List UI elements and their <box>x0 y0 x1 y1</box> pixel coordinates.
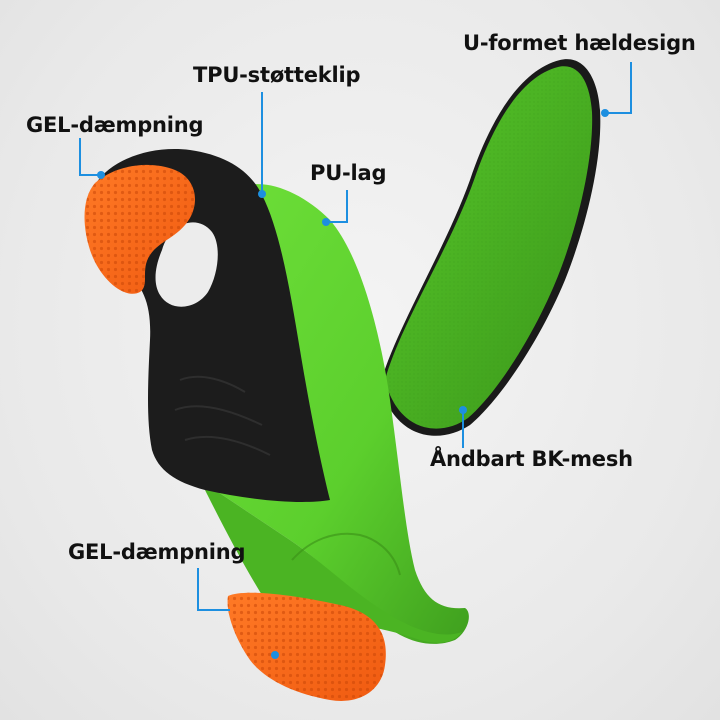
label-gel-bottom: GEL-dæmpning <box>68 540 246 564</box>
dot-pu <box>322 218 330 226</box>
dot-mesh <box>459 406 467 414</box>
leader-lines <box>79 62 632 611</box>
label-pu: PU-lag <box>310 161 387 185</box>
gel-pad-top <box>84 164 195 294</box>
leader-dots <box>97 109 609 659</box>
insole-back <box>380 59 601 436</box>
dot-gel-bottom <box>271 651 279 659</box>
leader-pu <box>327 190 348 223</box>
dot-gel-top <box>97 171 105 179</box>
label-gel-top: GEL-dæmpning <box>26 113 204 137</box>
label-heel: U-formet hældesign <box>463 31 696 55</box>
dot-heel <box>601 109 609 117</box>
gel-pad-bottom <box>227 592 386 701</box>
leader-heel <box>606 62 632 114</box>
label-mesh: Åndbart BK-mesh <box>430 447 633 471</box>
leader-gel-top <box>79 138 100 176</box>
label-tpu: TPU-støtteklip <box>193 63 361 87</box>
dot-tpu <box>258 190 266 198</box>
leader-gel-bottom <box>197 568 230 611</box>
